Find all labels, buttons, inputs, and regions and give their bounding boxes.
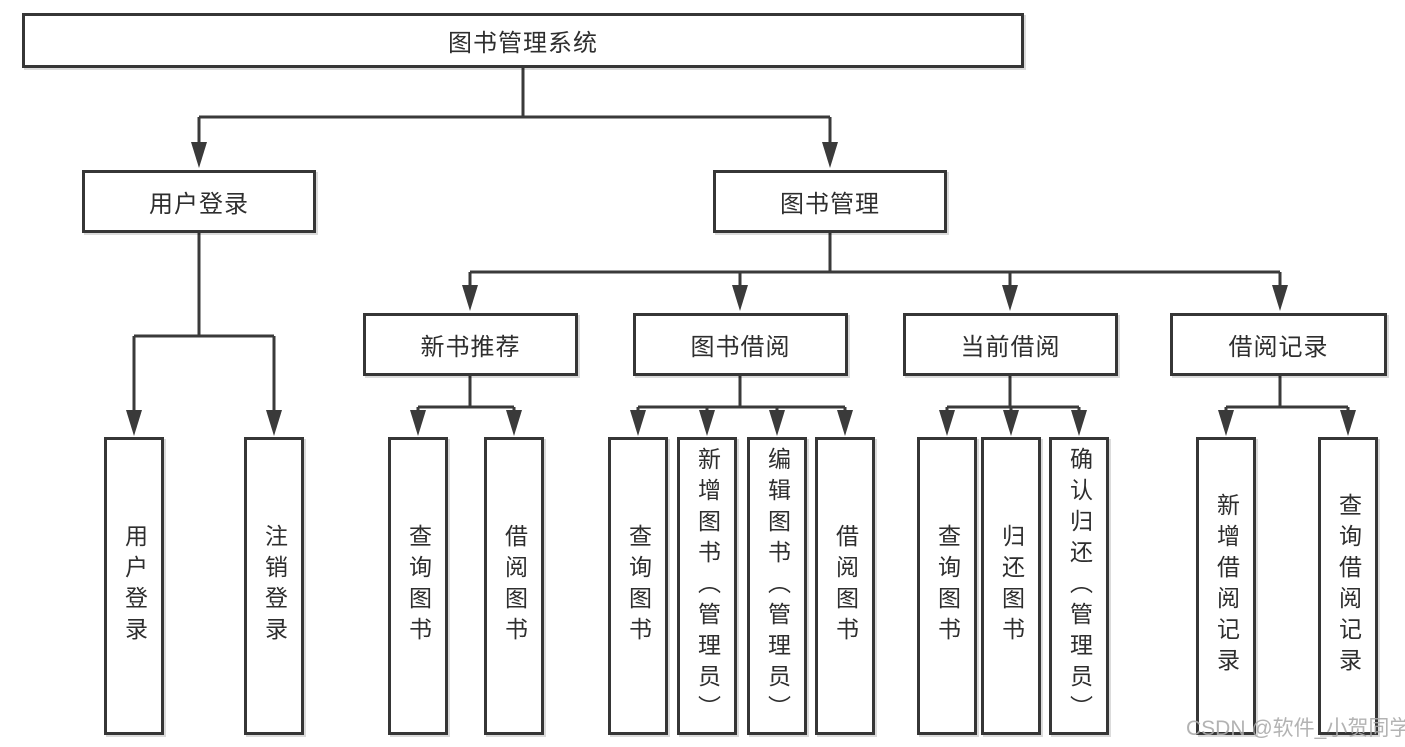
leaf-label: 查询图书 [405, 524, 432, 648]
leaf-label: 借阅图书 [501, 524, 528, 648]
leaf-add-borrow-record: 新增借阅记录 [1196, 437, 1256, 735]
leaf-label: 查询借阅记录 [1335, 493, 1362, 679]
leaf-confirm-return-admin: 确认归还（管理员） [1049, 437, 1109, 735]
node-book-borrowing: 图书借阅 [633, 313, 848, 376]
leaf-borrow-books: 借阅图书 [815, 437, 875, 735]
leaf-search-books-recommend: 查询图书 [388, 437, 448, 735]
leaf-label: 注销登录 [261, 524, 288, 648]
leaf-label: 确认归还（管理员） [1066, 446, 1093, 726]
node-book-management: 图书管理 [713, 170, 947, 233]
leaf-search-books-current: 查询图书 [917, 437, 977, 735]
node-new-book-recommendation: 新书推荐 [363, 313, 578, 376]
node-library-management-system: 图书管理系统 [22, 13, 1024, 68]
leaf-edit-book-admin: 编辑图书（管理员） [747, 437, 807, 735]
csdn-watermark: CSDN @软件_小贺同学 [1186, 717, 1405, 740]
leaf-search-books-borrowing: 查询图书 [608, 437, 668, 735]
leaf-label: 归还图书 [998, 524, 1025, 648]
leaf-logout: 注销登录 [244, 437, 304, 735]
leaf-search-borrow-record: 查询借阅记录 [1318, 437, 1378, 735]
node-borrowing-records: 借阅记录 [1170, 313, 1387, 376]
node-user-login: 用户登录 [82, 170, 316, 233]
leaf-label: 新增图书（管理员） [694, 446, 721, 726]
node-current-borrowing: 当前借阅 [903, 313, 1118, 376]
leaf-user-login: 用户登录 [104, 437, 164, 735]
leaf-return-books: 归还图书 [981, 437, 1041, 735]
leaf-label: 查询图书 [934, 524, 961, 648]
leaf-label: 查询图书 [625, 524, 652, 648]
leaf-borrow-books-recommend: 借阅图书 [484, 437, 544, 735]
leaf-label: 新增借阅记录 [1213, 493, 1240, 679]
leaf-label: 编辑图书（管理员） [764, 446, 791, 726]
leaf-label: 用户登录 [121, 524, 148, 648]
leaf-label: 借阅图书 [832, 524, 859, 648]
leaf-add-book-admin: 新增图书（管理员） [677, 437, 737, 735]
